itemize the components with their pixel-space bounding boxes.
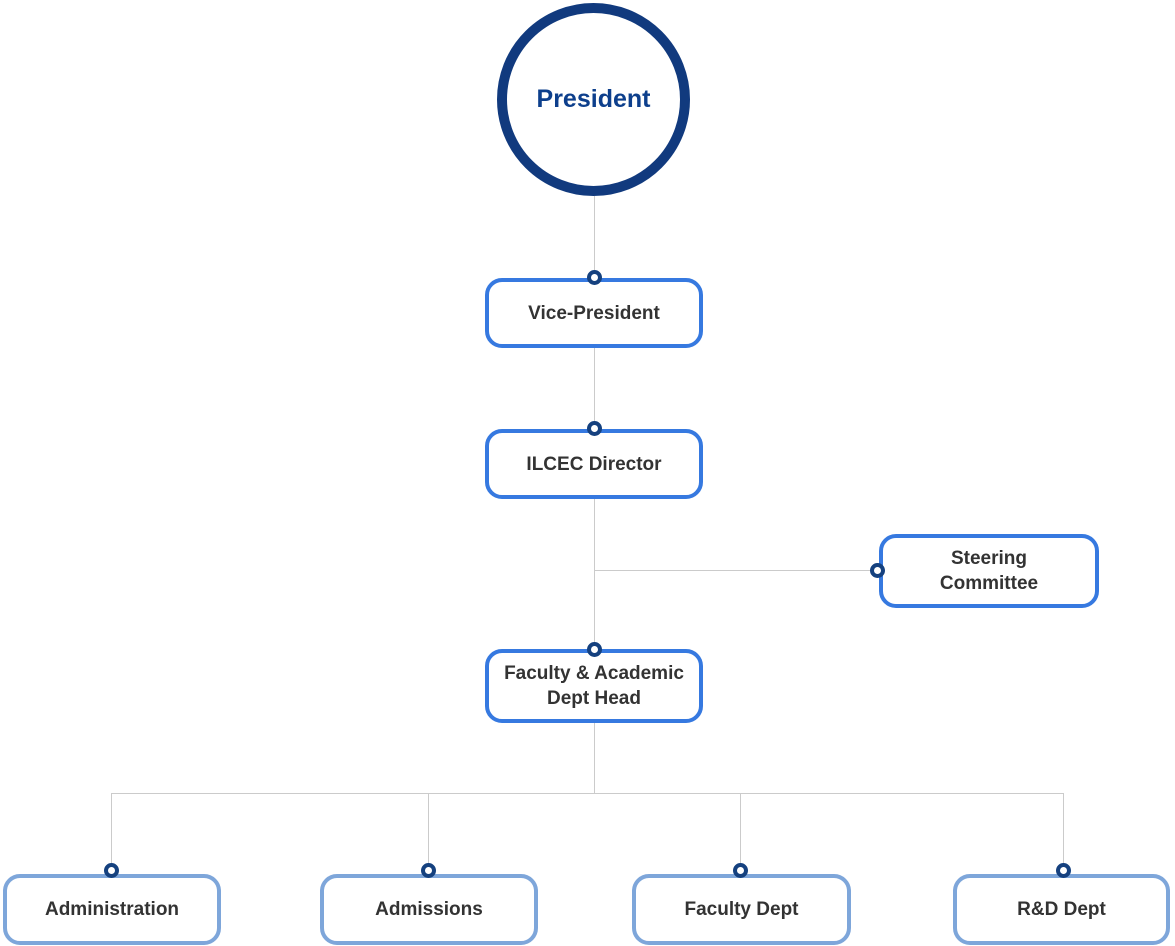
rd-dept-box: R&D Dept (953, 874, 1170, 945)
connector-node-rd-dept (1056, 863, 1071, 878)
connector-node-admissions (421, 863, 436, 878)
administration-label: Administration (44, 899, 180, 920)
connector-node-administration (104, 863, 119, 878)
connector-line-president-to-vp (594, 196, 595, 278)
connector-line-departments-bus (111, 793, 1064, 794)
ilcec-director-label: ILCEC Director (526, 453, 662, 475)
connector-node-faculty-dept (733, 863, 748, 878)
rd-dept-label: R&D Dept (1017, 899, 1106, 920)
faculty-dept-label: Faculty Dept (684, 899, 799, 920)
connector-drop-administration (111, 793, 112, 873)
admissions-box: Admissions (320, 874, 538, 945)
administration-box: Administration (3, 874, 221, 945)
connector-node-ilcec-director (587, 421, 602, 436)
vice-president-label: Vice-President (528, 302, 660, 324)
connector-line-branch-steering (594, 570, 878, 571)
steering-committee-box: Steering Committee (879, 534, 1099, 608)
connector-line-head-to-bus (594, 723, 595, 794)
steering-committee-label: Steering Committee (939, 548, 1039, 594)
president-circle: President (497, 3, 690, 196)
connector-drop-faculty-dept (740, 793, 741, 873)
admissions-label: Admissions (375, 899, 483, 920)
connector-node-steering (870, 563, 885, 578)
connector-drop-admissions (428, 793, 429, 873)
faculty-dept-box: Faculty Dept (632, 874, 851, 945)
faculty-academic-dept-head-label: Faculty & Academic Dept Head (504, 663, 684, 709)
vice-president-box: Vice-President (485, 278, 703, 348)
president-label: President (536, 85, 651, 113)
connector-node-faculty-head (587, 642, 602, 657)
connector-drop-rd-dept (1063, 793, 1064, 873)
faculty-academic-dept-head-box: Faculty & Academic Dept Head (485, 649, 703, 723)
connector-line-vp-to-director (594, 348, 595, 429)
connector-node-vice-president (587, 270, 602, 285)
connector-line-director-to-head (594, 499, 595, 650)
ilcec-director-box: ILCEC Director (485, 429, 703, 499)
